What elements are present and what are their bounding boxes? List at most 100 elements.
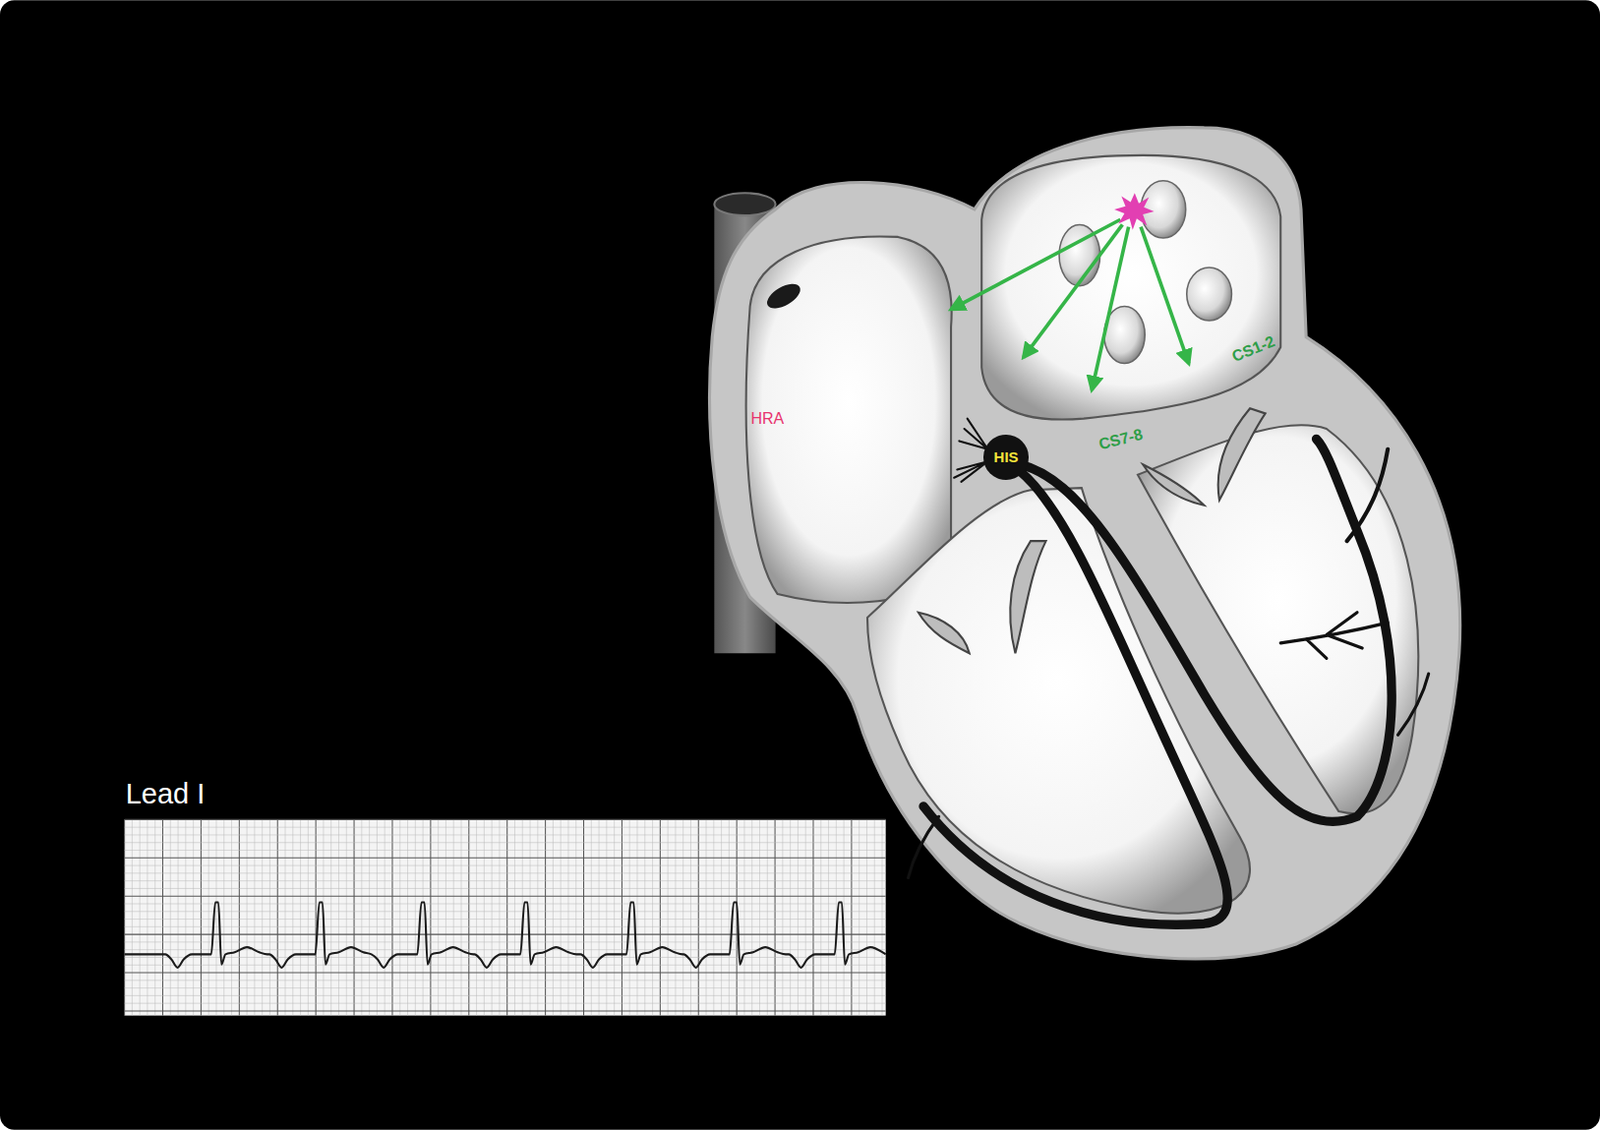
grid-line bbox=[690, 819, 692, 1015]
grid-line bbox=[698, 819, 700, 1015]
grid-line bbox=[674, 819, 676, 1015]
activation-arrow bbox=[1023, 224, 1124, 357]
grid-line bbox=[583, 819, 585, 1015]
grid-line bbox=[605, 819, 607, 1015]
grid-line bbox=[184, 819, 186, 1015]
grid-line bbox=[774, 819, 776, 1015]
grid-line bbox=[560, 819, 562, 1015]
grid-line bbox=[621, 819, 623, 1015]
grid-line bbox=[124, 995, 887, 997]
activation-arrow bbox=[1091, 227, 1128, 391]
grid-line bbox=[139, 819, 141, 1015]
grid-line bbox=[498, 819, 500, 1015]
purkinje-fiber bbox=[1398, 673, 1429, 735]
grid-line bbox=[124, 972, 887, 974]
grid-line bbox=[200, 819, 202, 1015]
strip-title: Lead I bbox=[125, 779, 206, 809]
grid-line bbox=[812, 819, 814, 1015]
grid-line bbox=[506, 819, 508, 1015]
grid-line bbox=[759, 819, 761, 1015]
grid-line bbox=[124, 895, 887, 897]
grid-line bbox=[292, 819, 294, 1015]
left-atrium bbox=[981, 155, 1281, 420]
grid-line bbox=[544, 819, 546, 1015]
grid-line bbox=[743, 819, 745, 1015]
valve-flap bbox=[1009, 540, 1046, 653]
grid-line bbox=[720, 819, 722, 1015]
grid-line bbox=[767, 819, 769, 1015]
valve-flap bbox=[1218, 408, 1266, 500]
grid-line bbox=[659, 819, 661, 1015]
grid-line bbox=[238, 819, 240, 1015]
grid-line bbox=[124, 979, 887, 981]
ecg-trace-group bbox=[124, 901, 887, 967]
grid-line bbox=[162, 819, 164, 1015]
grid-line bbox=[124, 872, 887, 874]
valve-flap bbox=[918, 612, 970, 654]
grid-line bbox=[124, 1003, 887, 1005]
purkinje-fiber bbox=[1347, 449, 1389, 541]
grid-line bbox=[706, 819, 708, 1015]
grid-line bbox=[146, 819, 148, 1015]
grid-line bbox=[728, 819, 730, 1015]
grid-line bbox=[453, 819, 455, 1015]
activation-arrow bbox=[950, 219, 1121, 309]
grid-line bbox=[253, 819, 255, 1015]
grid-line bbox=[751, 819, 753, 1015]
node-label: HIS bbox=[994, 449, 1019, 465]
grid-line bbox=[124, 956, 887, 958]
grid-line bbox=[613, 819, 615, 1015]
grid-line bbox=[828, 819, 830, 1015]
grid-line bbox=[124, 918, 887, 920]
grid-line bbox=[124, 926, 887, 928]
ectopic-focus bbox=[1114, 192, 1154, 230]
grid-line bbox=[124, 910, 887, 912]
grid-line bbox=[285, 819, 287, 1015]
grid-line bbox=[384, 819, 386, 1015]
grid-line bbox=[124, 849, 887, 851]
grid-line bbox=[269, 819, 271, 1015]
right-atrium bbox=[746, 236, 952, 602]
grid-line bbox=[124, 827, 887, 829]
grid-line bbox=[667, 819, 669, 1015]
grid-line bbox=[354, 819, 356, 1015]
grid-line bbox=[536, 819, 538, 1015]
grid-line bbox=[437, 819, 439, 1015]
grid-line bbox=[124, 841, 887, 843]
grid-line bbox=[376, 819, 378, 1015]
grid-line bbox=[124, 1009, 887, 1011]
grid-line bbox=[475, 819, 477, 1015]
electrode-label: HRA bbox=[750, 411, 784, 427]
ecg-grid bbox=[124, 819, 887, 1015]
grid-line bbox=[882, 819, 884, 1015]
grid-line bbox=[315, 819, 317, 1015]
activation-arrow bbox=[1140, 227, 1189, 364]
grid-line bbox=[820, 819, 822, 1015]
grid-line bbox=[154, 819, 156, 1015]
grid-line bbox=[124, 888, 887, 889]
grid-line bbox=[552, 819, 554, 1015]
grid-line bbox=[131, 819, 133, 1015]
grid-line bbox=[644, 819, 646, 1015]
grid-line bbox=[124, 934, 887, 936]
grid-line bbox=[215, 819, 217, 1015]
grid-line bbox=[874, 819, 876, 1015]
grid-line bbox=[429, 819, 431, 1015]
grid-line bbox=[192, 819, 194, 1015]
grid-line bbox=[124, 857, 887, 859]
grid-line bbox=[651, 819, 653, 1015]
ecg-paper bbox=[124, 819, 887, 1015]
grid-line bbox=[591, 819, 593, 1015]
grid-line bbox=[124, 902, 887, 904]
grid-line bbox=[360, 819, 362, 1015]
activation-arrows bbox=[950, 219, 1189, 390]
grid-line bbox=[124, 865, 887, 867]
grid-line bbox=[124, 964, 887, 966]
grid-line bbox=[797, 819, 799, 1015]
grid-line bbox=[575, 819, 577, 1015]
grid-line bbox=[422, 819, 424, 1015]
grid-line bbox=[399, 819, 401, 1015]
grid-line bbox=[246, 819, 248, 1015]
